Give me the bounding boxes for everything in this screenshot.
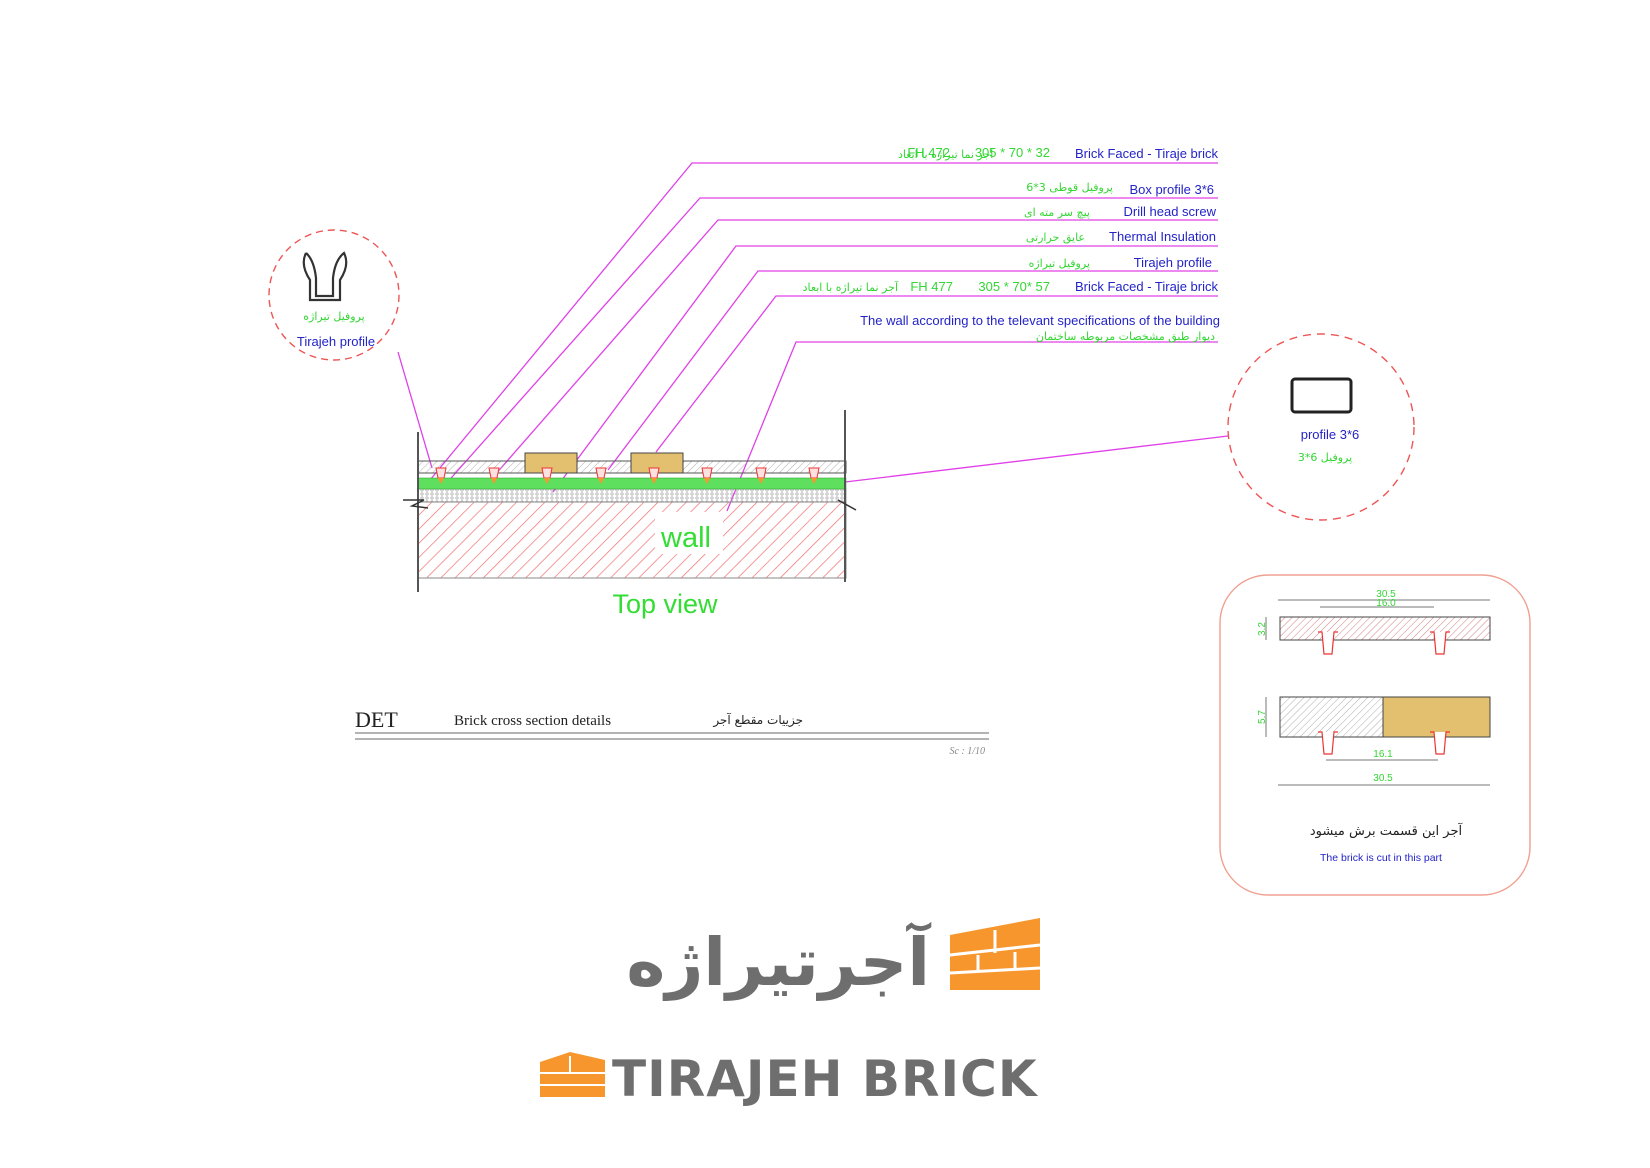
panel-frame xyxy=(1219,574,1531,896)
label-fh472: Brick Faced - Tiraje brick 305 * 70 * 32… xyxy=(898,145,1218,161)
tirajeh-profile-icon xyxy=(302,251,348,302)
drill-screw-icon xyxy=(595,467,607,479)
dim-bottom-total: 30.5 xyxy=(1373,773,1393,784)
dim-top-total: 30.5 xyxy=(1376,589,1396,600)
label-en: Brick Faced - Tiraje brick xyxy=(1075,146,1219,161)
label-code: FH 472 xyxy=(907,145,950,160)
logo: آجرتیراژه TIRAJEH BRICK xyxy=(540,918,1041,1108)
screw-tip xyxy=(758,478,764,484)
brick-logo-icon-top xyxy=(949,918,1041,990)
detail-tirajeh-profile: پروفیل تیراژه Tirajeh profile xyxy=(268,229,400,361)
drill-screw-icon xyxy=(648,467,660,479)
view-label: Top view xyxy=(612,589,718,619)
caption-fa: آجر این قسمت برش میشود xyxy=(1310,822,1464,839)
label-thermal-insulation: Thermal Insulation عایق حرارتی xyxy=(1026,229,1216,245)
dim-bottom-thickness: 5.7 xyxy=(1257,710,1268,724)
label-en: Box profile 3*6 xyxy=(1129,182,1214,197)
break-mark-right xyxy=(837,499,857,511)
brick-top-section xyxy=(1279,616,1491,641)
box-profile-icon xyxy=(1290,377,1353,414)
leader-line-left-detail xyxy=(397,351,433,469)
wall-label: wall xyxy=(660,522,711,554)
screw-tip xyxy=(598,478,604,484)
leader-line xyxy=(493,219,1218,477)
drill-screw-icon xyxy=(755,467,767,479)
screw-tip xyxy=(491,478,497,484)
brick-logo-icon-bottom xyxy=(540,1052,605,1097)
label-wall: The wall according to the televant speci… xyxy=(860,313,1220,344)
label-fa: پروفیل تیراژه xyxy=(1029,257,1090,270)
leader-line xyxy=(552,245,1218,493)
brick-bottom-cut-part xyxy=(1279,696,1384,738)
leader-line-right-detail xyxy=(844,435,1229,483)
label-fa: دیوار طبق مشخصات مربوطه ساختمان xyxy=(1036,330,1215,344)
label-drill-screw: Drill head screw پیچ سر مته ای xyxy=(1024,204,1217,219)
insulation-layer xyxy=(417,488,847,503)
label-tirajeh-profile: Tirajeh profile پروفیل تیراژه xyxy=(1029,255,1212,270)
leader-line xyxy=(726,341,1218,512)
label-en: Brick Faced - Tiraje brick xyxy=(1075,279,1219,294)
dim-top-thickness: 3.2 xyxy=(1257,622,1268,636)
dim-top-spacing: 16.0 xyxy=(1376,598,1396,609)
label-fa: پیچ سر مته ای xyxy=(1024,206,1090,219)
drill-screw-icon xyxy=(488,467,500,479)
detail-circle xyxy=(268,229,400,361)
screw-tip xyxy=(811,478,817,484)
detail-circle xyxy=(1227,333,1415,521)
label-fh477: Brick Faced - Tiraje brick 305 * 70* 57 … xyxy=(803,279,1219,294)
top-view-section: wall Top view xyxy=(403,410,857,619)
label-box-profile: Box profile 3*6 پروفیل قوطی 3*6 xyxy=(1026,181,1214,197)
label-fa: پروفیل قوطی 3*6 xyxy=(1026,181,1113,194)
label-dims: 305 * 70 * 32 xyxy=(975,145,1050,160)
brick-bottom-section xyxy=(1382,696,1491,738)
label-en: Drill head screw xyxy=(1124,204,1217,219)
break-mark-left xyxy=(403,499,429,509)
detail-fa: پروفیل تیراژه xyxy=(303,310,364,323)
label-fa: عایق حرارتی xyxy=(1026,231,1085,245)
screw-tip xyxy=(544,478,550,484)
drill-screw-icon xyxy=(808,467,820,479)
drill-screw-icon xyxy=(701,467,713,479)
detail-en: profile 3*6 xyxy=(1301,427,1360,442)
cut-detail-panel: 30.5 16.0 3.2 5.7 16.1 30.5 آجر این قسمت… xyxy=(1219,574,1531,896)
detail-code: DET xyxy=(355,707,398,732)
screw-tip xyxy=(438,478,444,484)
detail-en: Tirajeh profile xyxy=(297,334,375,349)
drill-screw-icon xyxy=(541,467,553,479)
label-fa: آجر نما تیراژه با ابعاد xyxy=(898,147,994,161)
logo-text-en: TIRAJEH BRICK xyxy=(612,1050,1039,1108)
screw-tip xyxy=(704,478,710,484)
leader-line xyxy=(607,270,1218,471)
label-dims: 305 * 70* 57 xyxy=(978,279,1050,294)
screws xyxy=(435,467,820,484)
leader-line xyxy=(443,197,1218,487)
leader-line xyxy=(655,295,1218,453)
scale-label: Sc : 1/10 xyxy=(949,746,985,757)
label-en: Tirajeh profile xyxy=(1134,255,1212,270)
logo-text-fa: آجرتیراژه xyxy=(626,921,931,1001)
detail-box-profile: profile 3*6 پروفیل 6*3 xyxy=(1227,333,1415,521)
label-en: Thermal Insulation xyxy=(1109,229,1216,244)
leader-lines xyxy=(397,162,1229,512)
caption-en: The brick is cut in this part xyxy=(1320,852,1442,864)
detail-title: Brick cross section details xyxy=(454,713,611,729)
wall-label-bg xyxy=(655,512,723,554)
detail-fa: پروفیل 6*3 xyxy=(1298,451,1352,464)
label-en: The wall according to the televant speci… xyxy=(860,313,1220,328)
label-code: FH 477 xyxy=(910,279,953,294)
wall-hatch xyxy=(417,501,847,579)
leader-line xyxy=(429,162,1218,481)
drill-screw-icon xyxy=(435,467,447,479)
screw-tip xyxy=(651,478,657,484)
detail-title-fa: جزییات مقطع آجر xyxy=(712,712,803,728)
dim-bottom-spacing: 16.1 xyxy=(1373,749,1393,760)
label-fa: آجر نما تیراژه با ابعاد xyxy=(803,280,899,294)
profile-layer xyxy=(417,477,847,490)
title-block: DET Brick cross section details جزییات م… xyxy=(355,707,989,757)
